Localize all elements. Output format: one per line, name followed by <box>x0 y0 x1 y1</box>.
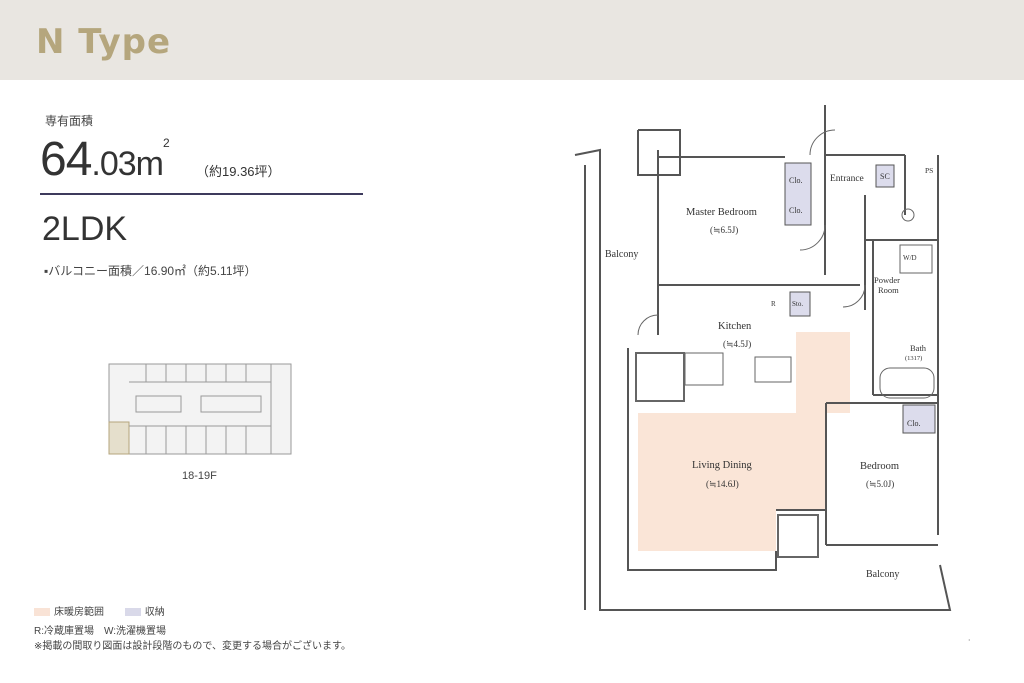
label-wd: W/D <box>903 254 917 262</box>
area-label: 専有面積 <box>45 114 94 128</box>
label-master-bedroom: Master Bedroom <box>686 207 757 218</box>
label-entrance: Entrance <box>830 174 864 184</box>
area-value: 64.03m2 <box>40 132 170 187</box>
label-balcony-left: Balcony <box>605 249 638 260</box>
key-plan <box>108 363 292 455</box>
label-clo-1: Clo. <box>789 176 803 185</box>
label-powder-1: Powder <box>874 275 900 285</box>
legend-heated-swatch <box>34 608 50 617</box>
legend-storage: 収納 <box>144 607 165 618</box>
closet-master <box>784 162 812 226</box>
legend: 床暖房範囲 収納 <box>34 603 183 618</box>
area-dec: .03m <box>91 145 164 183</box>
key-plan-floor: 18-19F <box>182 470 217 482</box>
area-int: 64 <box>40 133 92 186</box>
header-bar: N Type <box>0 0 1024 80</box>
floor-heating-area <box>638 332 850 551</box>
layout-type: 2LDK <box>42 210 128 248</box>
compass-icon <box>968 639 970 641</box>
label-sto: Sto. <box>792 300 803 308</box>
label-r: R <box>771 300 776 308</box>
page-title: N Type <box>36 22 172 62</box>
label-bedroom-size: (≒5.0J) <box>866 479 894 489</box>
label-living-dining: Living Dining <box>692 460 753 471</box>
label-master-size: (≒6.5J) <box>710 225 738 235</box>
closet-bedroom <box>902 404 936 434</box>
label-bath-size: (1317) <box>905 355 922 362</box>
note-disclaimer: ※掲載の間取り図面は設計段階のもので、変更する場合がございます。 <box>34 641 351 652</box>
note-rw: R:冷蔵庫置場 W:洗濯機置場 <box>34 626 167 637</box>
label-balcony-bottom: Balcony <box>866 569 899 580</box>
label-kitchen-size: (≒4.5J) <box>723 339 751 349</box>
area-sup: 2 <box>162 136 170 150</box>
label-kitchen: Kitchen <box>718 321 752 332</box>
label-living-size: (≒14.6J) <box>706 479 739 489</box>
legend-storage-swatch <box>124 608 141 617</box>
label-sc: SC <box>880 172 890 181</box>
label-powder-2: Room <box>878 285 899 295</box>
label-bath: Bath <box>910 343 927 353</box>
legend-heated: 床暖房範囲 <box>54 607 104 618</box>
shoe-cabinet <box>875 164 895 188</box>
label-clo-2: Clo. <box>789 206 803 215</box>
label-ps: PS <box>925 166 933 175</box>
storage-kitchen <box>789 291 811 317</box>
label-clo-3: Clo. <box>907 419 921 428</box>
label-bedroom: Bedroom <box>860 461 899 472</box>
area-tsubo: （約19.36坪） <box>196 164 281 179</box>
floor-plan: Master Bedroom (≒6.5J) Kitchen (≒4.5J) L… <box>574 105 970 641</box>
balcony-area: ▪バルコニー面積／16.90㎡（約5.11坪） <box>44 264 257 278</box>
divider <box>40 193 363 195</box>
